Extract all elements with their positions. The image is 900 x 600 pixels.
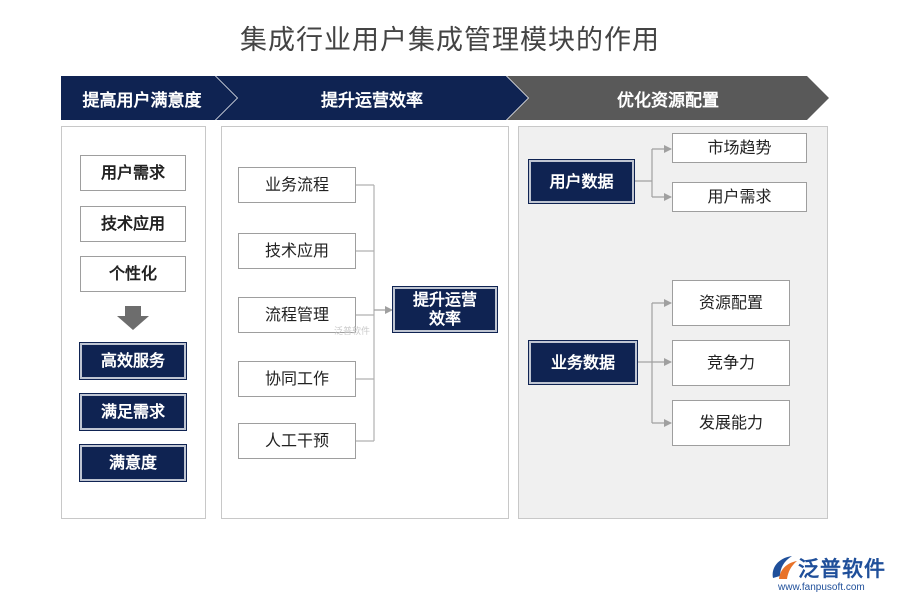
node-manual-intervention: 人工干预 — [238, 423, 356, 459]
node-business-process: 业务流程 — [238, 167, 356, 203]
header-improve-satisfaction: 提高用户满意度 — [61, 76, 237, 120]
fanpu-logo-icon — [772, 556, 797, 579]
node-resource-allocation: 资源配置 — [672, 280, 790, 326]
header-improve-efficiency: 提升运营效率 — [216, 76, 528, 120]
node-improve-efficiency: 提升运营 效率 — [392, 286, 498, 333]
node-tech-application-2: 技术应用 — [238, 233, 356, 269]
node-collaboration: 协同工作 — [238, 361, 356, 397]
node-process-management: 流程管理 — [238, 297, 356, 333]
fanpu-logo: 泛普软件 www.fanpusoft.com — [768, 552, 893, 596]
node-market-trends: 市场趋势 — [672, 133, 807, 163]
node-efficient-service: 高效服务 — [79, 342, 187, 380]
watermark-text: 泛普软件 — [334, 327, 371, 337]
node-meet-needs: 满足需求 — [79, 393, 187, 431]
logo-url: www.fanpusoft.com — [778, 582, 865, 593]
diagram-title: 集成行业用户集成管理模块的作用 — [240, 25, 660, 56]
node-tech-application: 技术应用 — [80, 206, 186, 242]
node-personalization: 个性化 — [80, 256, 186, 292]
node-user-needs-2: 用户需求 — [672, 182, 807, 212]
node-satisfaction: 满意度 — [79, 444, 187, 482]
node-user-data: 用户数据 — [528, 159, 635, 204]
node-user-needs: 用户需求 — [80, 155, 186, 191]
node-development-capability: 发展能力 — [672, 400, 790, 446]
node-competitiveness: 竞争力 — [672, 340, 790, 386]
header-optimize-resources: 优化资源配置 — [507, 76, 829, 120]
logo-name: 泛普软件 — [798, 557, 886, 581]
node-business-data: 业务数据 — [528, 340, 638, 385]
